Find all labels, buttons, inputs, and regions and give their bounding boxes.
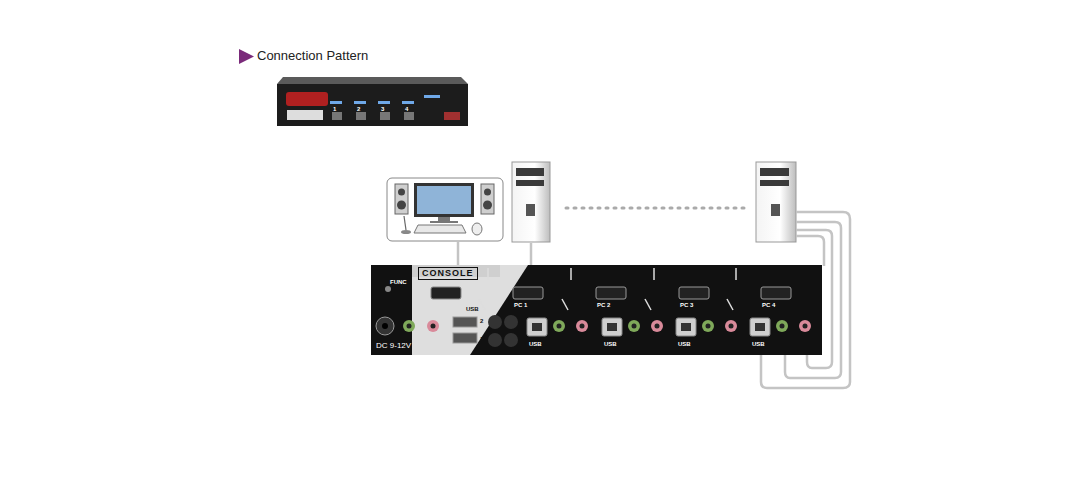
- divider-mark: [479, 299, 485, 310]
- audio-jack: [553, 320, 565, 332]
- audio-jack: [780, 324, 785, 329]
- audio-jack: [706, 324, 711, 329]
- divider-mark: [570, 268, 572, 280]
- mic-jack: [651, 320, 663, 332]
- mic-jack: [576, 320, 588, 332]
- usb-b-port: [681, 323, 691, 331]
- hdmi-port: [679, 287, 709, 299]
- button-number: 3: [381, 106, 384, 112]
- pc-ports: [479, 268, 811, 336]
- audio-jack: [557, 324, 562, 329]
- mic-jack: [655, 324, 660, 329]
- switch-front-photo: [277, 77, 468, 126]
- title-bullet: [239, 49, 254, 64]
- mic-jack: [580, 324, 585, 329]
- divider-mark: [727, 299, 733, 310]
- hdmi-port: [513, 287, 543, 299]
- pc-tower: [756, 162, 796, 242]
- button-number: 2: [357, 106, 360, 112]
- port-label: USB: [529, 341, 542, 347]
- button-number: 1: [333, 106, 336, 112]
- usb-b-port: [532, 323, 542, 331]
- more-pcs-dots: [566, 207, 745, 210]
- usb-b-port: [750, 318, 770, 336]
- power-label: DC 9-12V: [376, 342, 411, 350]
- port-label: FUNC: [390, 279, 407, 285]
- audio-jack: [632, 324, 637, 329]
- hdmi-port: [761, 287, 791, 299]
- usb-b-port: [676, 318, 696, 336]
- port-label: PC 2: [597, 302, 610, 308]
- port-number: 2: [480, 318, 483, 324]
- usb-b-port: [607, 323, 617, 331]
- mic-jack: [799, 320, 811, 332]
- divider-mark: [645, 299, 651, 310]
- port-label: PC 1: [514, 302, 527, 308]
- usb-b-port: [527, 318, 547, 336]
- port-label: USB: [466, 306, 479, 312]
- usb-b-port: [755, 323, 765, 331]
- divider-mark: [562, 299, 568, 310]
- console-station: [387, 178, 503, 241]
- mic-jack: [725, 320, 737, 332]
- usb-b-port: [602, 318, 622, 336]
- heading: Connection Pattern: [257, 49, 368, 62]
- rear-panel: [371, 265, 822, 355]
- divider-mark: [653, 268, 655, 280]
- divider-mark: [735, 268, 737, 280]
- mic-jack: [803, 324, 808, 329]
- port-number: 1: [480, 336, 483, 342]
- audio-jack: [776, 320, 788, 332]
- port-label: USB: [678, 341, 691, 347]
- section-label: CONSOLE: [418, 267, 478, 280]
- hdmi-port: [596, 287, 626, 299]
- divider-mark: [487, 268, 489, 280]
- port-label: PC 3: [680, 302, 693, 308]
- button-number: 4: [405, 106, 408, 112]
- audio-jack: [702, 320, 714, 332]
- audio-jack: [628, 320, 640, 332]
- port-label: USB: [604, 341, 617, 347]
- pc-tower: [512, 162, 550, 242]
- port-label: PC 4: [762, 302, 775, 308]
- port-label: USB: [752, 341, 765, 347]
- mic-jack: [729, 324, 734, 329]
